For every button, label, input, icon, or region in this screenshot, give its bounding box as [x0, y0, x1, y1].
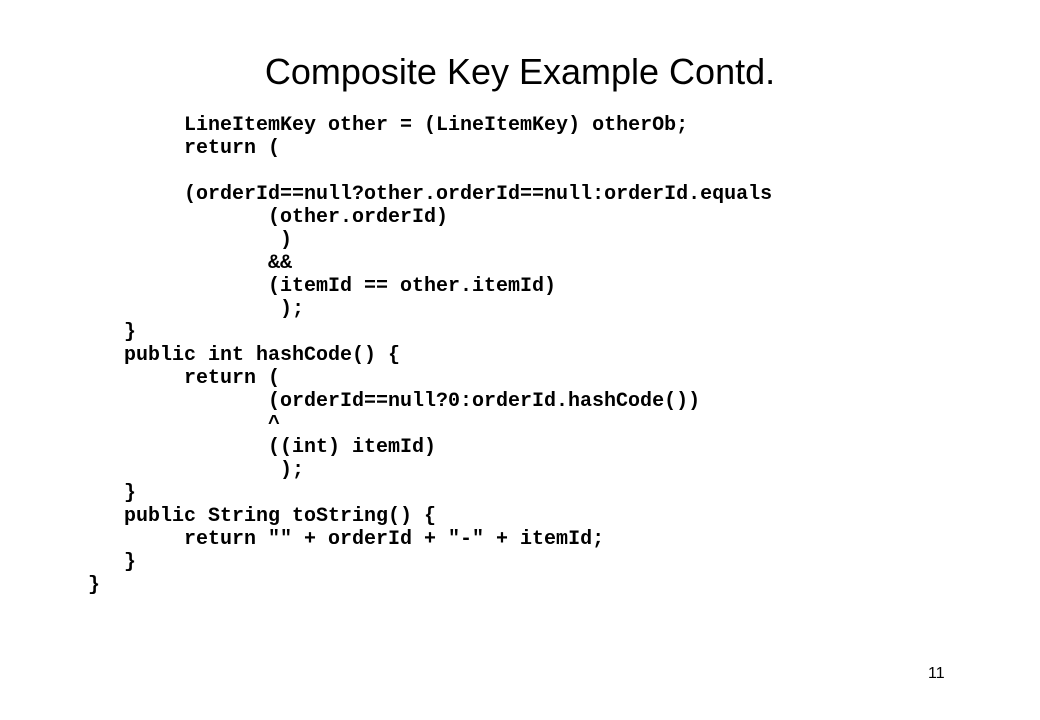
code-line: );	[280, 298, 305, 321]
code-line: LineItemKey other = (LineItemKey) otherO…	[184, 114, 689, 137]
code-line: public String toString() {	[124, 505, 437, 528]
page-number: 11	[928, 665, 945, 682]
code-line: return (	[184, 137, 281, 160]
code-line: (other.orderId)	[268, 206, 449, 229]
code-line: }	[124, 551, 137, 574]
code-line: (orderId==null?0:orderId.hashCode())	[268, 390, 701, 413]
code-line: }	[124, 482, 137, 505]
code-line: }	[124, 321, 137, 344]
code-line: ((int) itemId)	[268, 436, 437, 459]
code-line: )	[280, 229, 293, 252]
code-line: return "" + orderId + "-" + itemId;	[184, 528, 605, 551]
code-line: ^	[268, 413, 281, 436]
code-line: (itemId == other.itemId)	[268, 275, 557, 298]
code-line: return (	[184, 367, 281, 390]
code-line: (orderId==null?other.orderId==null:order…	[184, 183, 773, 206]
code-line: public int hashCode() {	[124, 344, 401, 367]
slide-title: Composite Key Example Contd.	[264, 51, 776, 92]
code-line: );	[280, 459, 305, 482]
code-line: &&	[268, 252, 293, 275]
code-line: }	[88, 574, 101, 597]
